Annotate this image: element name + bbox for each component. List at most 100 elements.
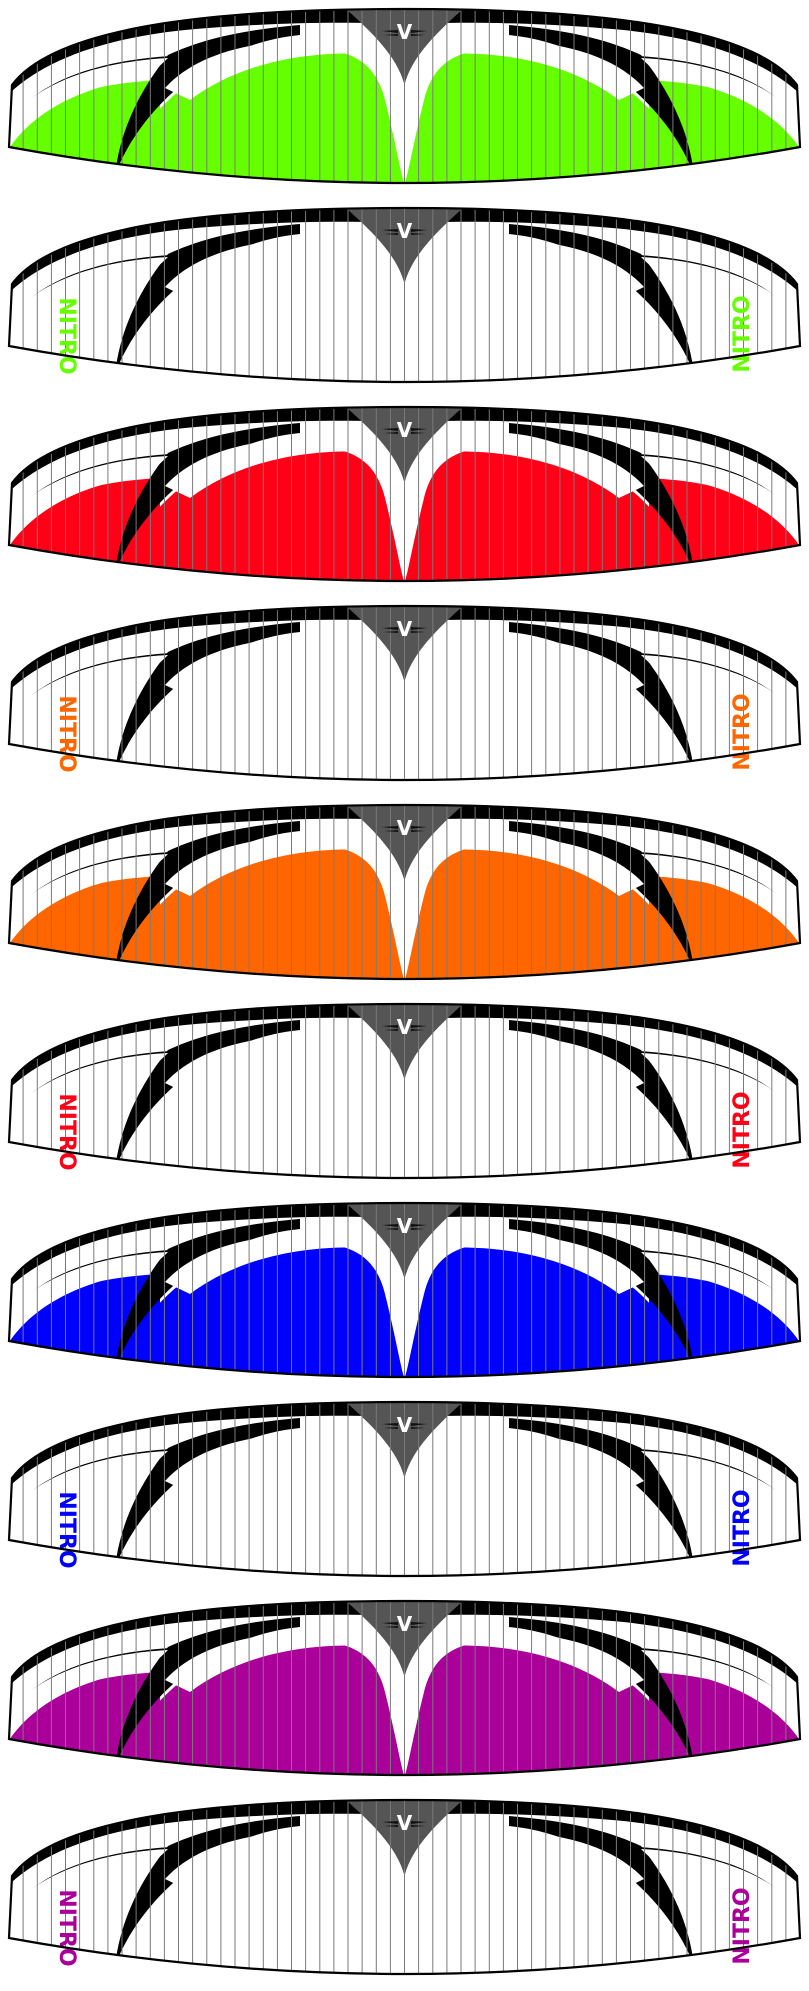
v-logo-wings: [382, 826, 427, 832]
left-swoosh: [115, 1617, 300, 1767]
white-stripe: [165, 1033, 385, 1095]
white-stripe: [424, 1630, 644, 1692]
canopy-illustration: V: [7, 803, 802, 981]
white-stripe: [9, 1053, 168, 1145]
canopy-outline: [7, 1002, 802, 1180]
white-stripe: [424, 237, 644, 299]
right-swoosh: [509, 1020, 694, 1170]
top-band: [9, 1601, 800, 1695]
center-v-logo: V: [382, 1413, 427, 1437]
white-stripe: [424, 635, 644, 697]
white-stripe: [424, 38, 644, 100]
leading-edge-band: [9, 208, 800, 374]
v-logo-wings: [382, 1423, 427, 1429]
top-band: [9, 208, 800, 302]
white-stripe: [641, 58, 800, 150]
white-stripe: [641, 1451, 800, 1543]
white-stripe: [165, 635, 385, 697]
leading-edge-band: [9, 606, 800, 772]
canopy-illustration: V: [7, 1599, 802, 1777]
white-stripe: [9, 854, 168, 946]
left-swoosh: [115, 1020, 300, 1170]
canopy-outline: [7, 1400, 802, 1578]
center-v-logo: V: [382, 1214, 427, 1238]
left-swoosh: [115, 1418, 300, 1568]
leading-edge-band: [9, 1402, 800, 1568]
left-lobe-panel: [110, 1639, 404, 1775]
v-logo-letter: V: [397, 1413, 413, 1437]
center-v-logo: V: [382, 1612, 427, 1636]
center-v-logo: V: [382, 418, 427, 442]
v-logo-letter: V: [397, 219, 413, 243]
white-stripe: [9, 1849, 168, 1941]
right-swoosh: [509, 622, 694, 772]
leading-edge-band: [9, 805, 800, 971]
kite-canopy-red-filled: V: [0, 398, 809, 598]
white-stripe: [424, 436, 644, 498]
white-stripe: [641, 1252, 800, 1344]
v-logo-letter: V: [397, 1612, 413, 1636]
leading-edge-band: [9, 1601, 800, 1767]
nitro-left-text: NITRO: [54, 297, 79, 374]
top-band: [9, 1800, 800, 1894]
white-stripe: [9, 1451, 168, 1543]
canopy-outline: [7, 604, 802, 782]
right-swoosh: [509, 1617, 694, 1767]
white-stripe: [165, 237, 385, 299]
white-stripe: [641, 456, 800, 548]
canopy-outline: [7, 405, 802, 583]
white-stripe: [9, 1650, 168, 1742]
white-stripe: [641, 854, 800, 946]
top-band: [9, 1203, 800, 1297]
top-band: [9, 606, 800, 700]
white-stripe: [424, 1829, 644, 1891]
white-stripe: [424, 1232, 644, 1294]
white-stripe: [165, 1232, 385, 1294]
center-v-logo: V: [382, 20, 427, 44]
canopy-outline: [7, 7, 802, 185]
left-lobe-panel: [110, 47, 404, 183]
top-band: [9, 407, 800, 501]
left-lobe-panel: [110, 445, 404, 581]
nitro-brand-marks: NITRO NITRO: [54, 1887, 755, 1966]
top-band: [9, 9, 800, 103]
leading-edge-band: [9, 1203, 800, 1369]
white-stripe: [9, 58, 168, 150]
left-lobe-panel: [110, 1241, 404, 1377]
nitro-left-text: NITRO: [54, 1889, 79, 1966]
white-stripe: [424, 1033, 644, 1095]
nitro-right-text: NITRO: [730, 1887, 755, 1964]
white-stripe: [165, 38, 385, 100]
v-logo-wings: [382, 1025, 427, 1031]
center-v-logo: V: [382, 617, 427, 641]
canopy-outline: [7, 1599, 802, 1777]
leading-edge-band: [9, 1004, 800, 1170]
left-swoosh: [115, 423, 300, 573]
right-swoosh: [509, 1418, 694, 1568]
v-logo-wings: [382, 1224, 427, 1230]
canopy-outline: [7, 1201, 802, 1379]
left-swoosh: [115, 1219, 300, 1369]
v-logo-letter: V: [397, 418, 413, 442]
right-lobe-panel: [405, 445, 699, 581]
right-swoosh: [509, 1816, 694, 1966]
canopy-outline: [7, 803, 802, 981]
white-stripe: [424, 1431, 644, 1493]
white-stripe: [165, 1431, 385, 1493]
v-logo-wings: [382, 428, 427, 434]
right-lobe-panel: [405, 843, 699, 979]
left-swoosh: [115, 821, 300, 971]
right-swoosh: [509, 423, 694, 573]
top-band: [9, 805, 800, 899]
canopy-illustration: V: [7, 7, 802, 185]
right-swoosh: [509, 25, 694, 175]
